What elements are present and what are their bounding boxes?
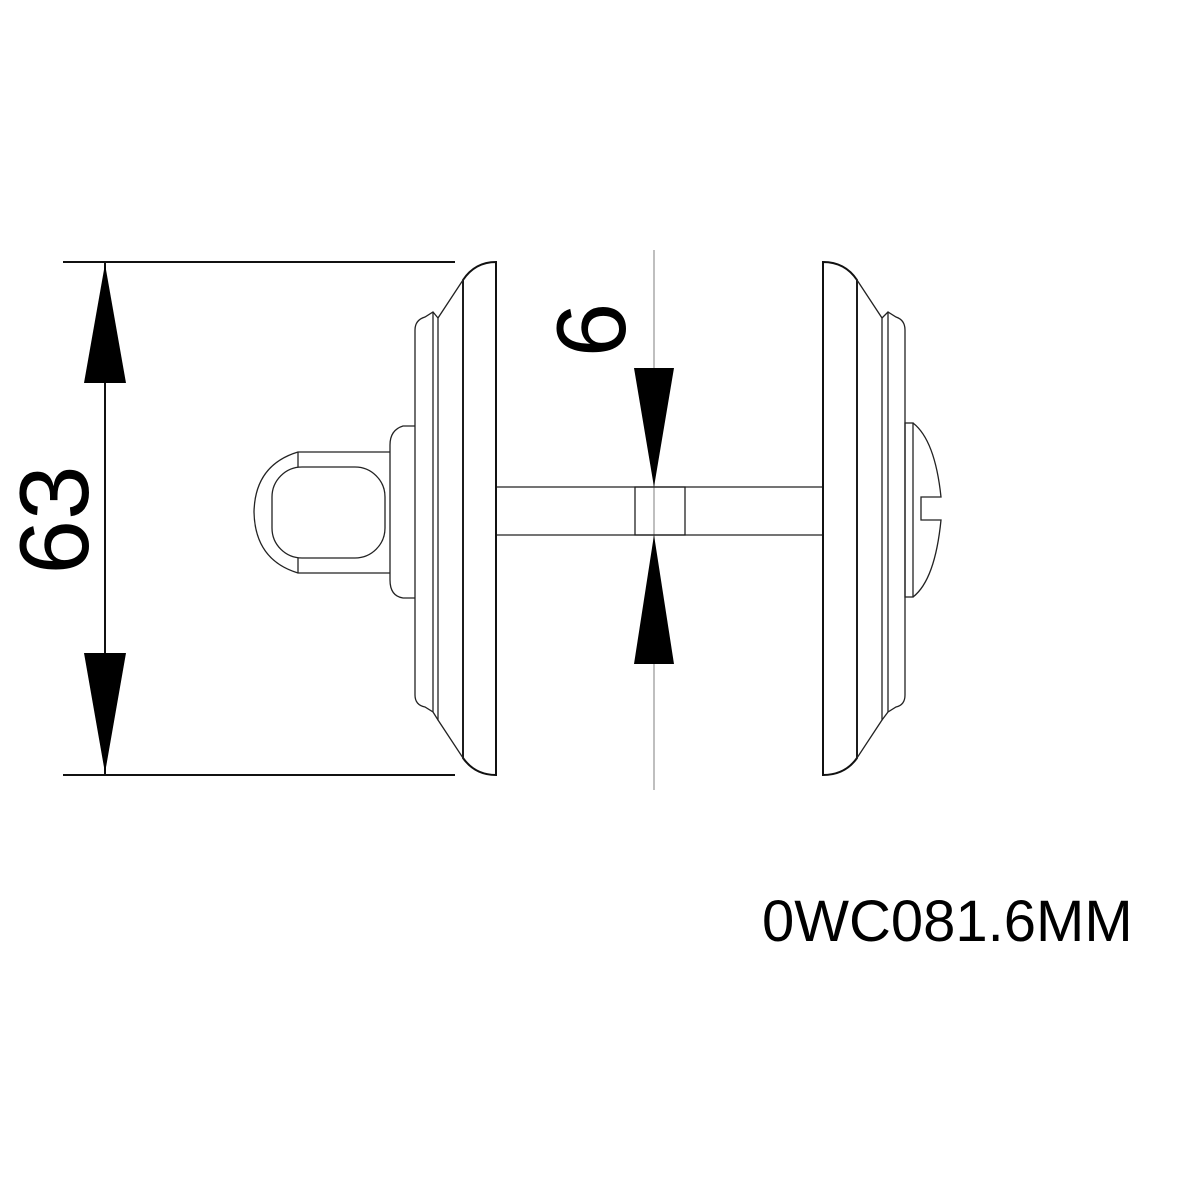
gap-label: 6 [536,303,646,358]
arrow-up-icon [84,264,126,383]
height-dimension: 63 [0,261,455,776]
spindle [496,486,823,536]
knurled-band [437,277,464,761]
gap-dimension: 6 [536,250,674,790]
knurled-band [856,277,883,761]
arrow-up-icon [634,535,674,664]
screw-head [904,422,942,598]
right-rose [822,260,942,777]
arrow-down-icon [634,368,674,487]
product-code: 0WC081.6MM [762,889,1133,954]
thumb-turn-loop [253,451,390,574]
height-label: 63 [0,465,109,574]
left-rose [253,260,497,777]
section-hatch [634,486,686,536]
arrow-down-icon [84,653,126,773]
